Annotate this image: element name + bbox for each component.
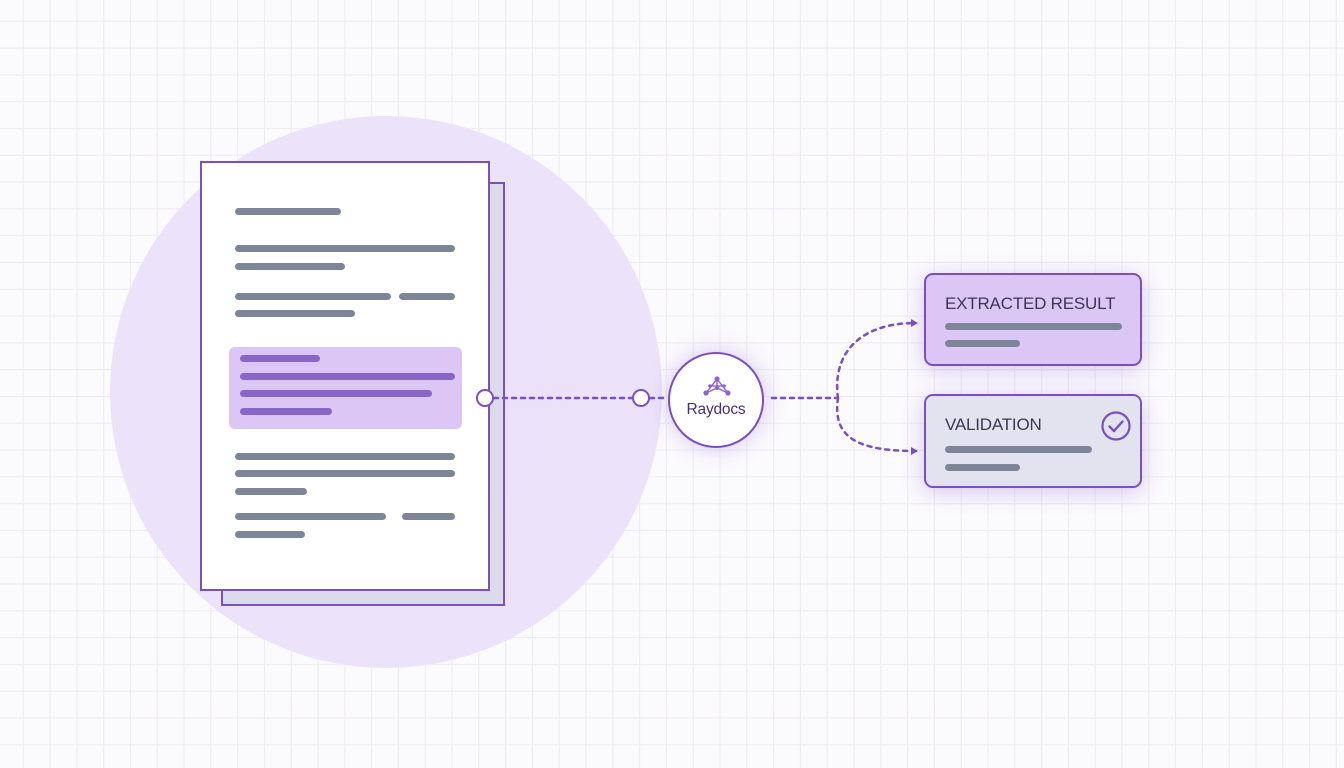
highlighted-text-line xyxy=(240,408,332,415)
document-text-line xyxy=(235,263,345,270)
connector-node-mid xyxy=(632,389,650,407)
connector-node-start xyxy=(476,389,494,407)
card-title: VALIDATION xyxy=(945,415,1042,434)
card-text-line xyxy=(945,464,1020,471)
highlighted-text-line xyxy=(240,373,455,380)
document-text-line xyxy=(235,531,305,538)
hub-label: Raydocs xyxy=(686,401,746,418)
card-text-line xyxy=(945,323,1122,330)
highlighted-text-line xyxy=(240,390,432,397)
document-text-line xyxy=(235,208,341,215)
validation-card: VALIDATION xyxy=(924,394,1142,488)
document-text-line xyxy=(399,293,455,300)
connector-to-extracted xyxy=(835,319,918,400)
check-circle-icon xyxy=(1101,411,1131,441)
document-text-line xyxy=(235,453,455,460)
card-text-line xyxy=(945,340,1020,347)
card-title: EXTRACTED RESULT xyxy=(945,294,1116,313)
document-text-line xyxy=(235,293,391,300)
card-text-line xyxy=(945,446,1092,453)
document-text-line xyxy=(235,470,455,477)
document-text-line xyxy=(235,245,455,252)
document-text-line xyxy=(402,513,455,520)
document-text-line xyxy=(235,310,355,317)
extracted-result-card: EXTRACTED RESULT xyxy=(924,273,1142,366)
document-text-line xyxy=(235,513,386,520)
document-text-line xyxy=(235,488,307,495)
network-nodes-icon xyxy=(703,376,731,396)
highlighted-text-line xyxy=(240,355,320,362)
raydocs-hub: Raydocs xyxy=(668,352,764,448)
connector-to-validation xyxy=(835,396,918,455)
